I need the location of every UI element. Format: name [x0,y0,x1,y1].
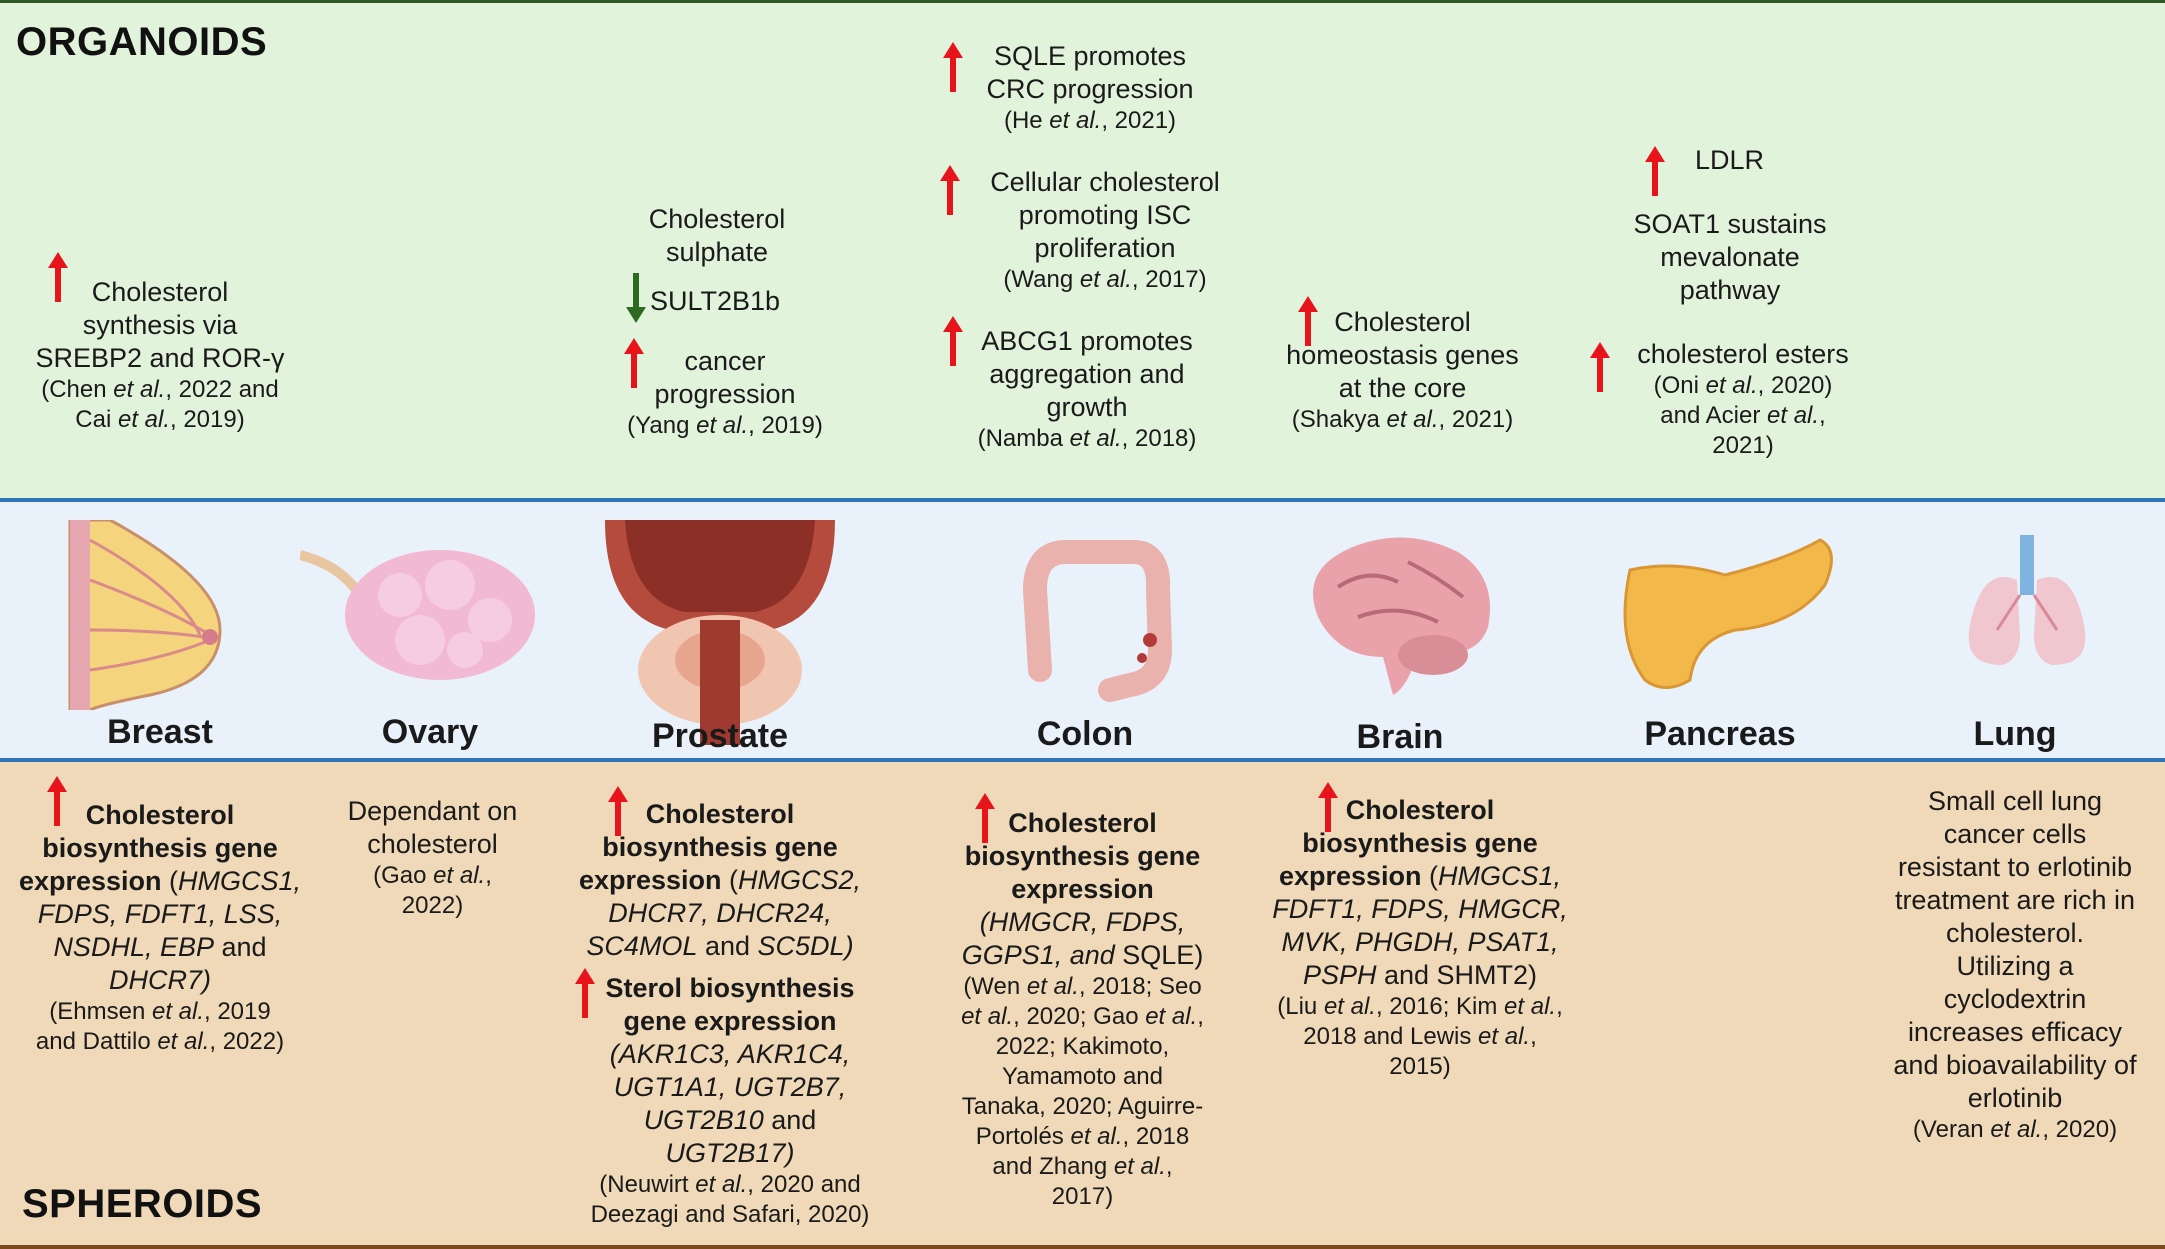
colon-icon [1022,539,1173,702]
pancreas-icon [1623,538,1833,689]
up-arrow-icon [1590,342,1610,392]
up-arrow-icon [940,165,960,215]
organ-label-pancreas: Pancreas [1644,715,1796,753]
ovary-icon [300,550,535,680]
spheroid-brain-note: Cholesterol biosynthesis gene expression… [1272,795,1568,1080]
spheroids-title: SPHEROIDS [22,1182,263,1226]
organ-label-ovary: Ovary [381,713,479,751]
spheroid-prostate-sterol: Sterol biosynthesis gene expression (AKR… [590,973,870,1228]
spheroid-breast-note: Cholesterol biosynthesis gene expression… [18,800,302,1055]
organoid-pancreas-esters: cholesterol esters (Oni et al., 2020) an… [1637,339,1849,459]
organoid-pancreas-ldlr: LDLR [1695,145,1765,175]
organ-label-colon: Colon [1036,715,1134,753]
organoids-title: ORGANOIDS [16,20,268,64]
brain-icon [1313,537,1490,695]
organ-label-prostate: Prostate [651,717,789,755]
spheroid-lung-note: Small cell lung cancer cells resistant t… [1893,786,2137,1143]
organoid-colon-isc: Cellular cholesterol promoting ISC proli… [990,167,1220,293]
spheroids-band [0,762,2165,1249]
organoid-colon-abcg1: ABCG1 promotes aggregation and growth (N… [977,326,1197,452]
up-arrow-icon [1645,146,1665,196]
organoid-brain-note: Cholesterol homeostasis genes at the cor… [1286,307,1519,433]
organoid-prostate-progression: cancer progression (Yang et al., 2019) [627,346,823,439]
prostate-icon [605,520,835,745]
organoid-colon-sqle: SQLE promotes CRC progression (He et al.… [986,41,1194,134]
organoids-band [0,0,2165,498]
lung-icon [1968,535,2086,665]
organoid-breast-note: Cholesterol synthesis via SREBP2 and ROR… [35,277,285,433]
spheroid-prostate-cholesterol: Cholesterol biosynthesis gene expression… [578,799,862,961]
organoid-pancreas-soat1: SOAT1 sustains mevalonate pathway [1633,209,1827,305]
spheroid-ovary-note: Dependant on cholesterol (Gao et al., 20… [347,796,518,919]
up-arrow-icon [943,42,963,92]
down-arrow-icon [626,273,646,323]
organoid-prostate-sulphate: Cholesterol sulphate [648,204,786,267]
organ-label-brain: Brain [1356,718,1444,756]
breast-icon [68,520,222,710]
organ-label-breast: Breast [107,713,213,751]
spheroid-colon-note: Cholesterol biosynthesis gene expression… [961,808,1204,1210]
organ-label-lung: Lung [1973,715,2057,753]
organoid-prostate-gene: SULT2B1b [650,286,781,316]
up-arrow-icon [943,316,963,366]
